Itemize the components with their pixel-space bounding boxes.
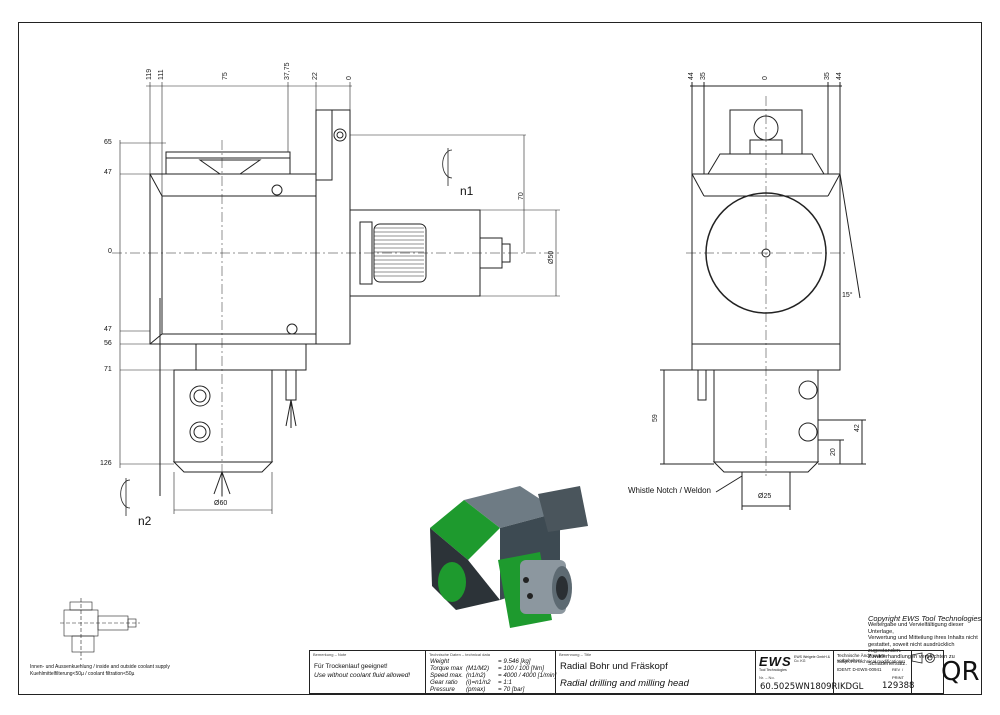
ident-cell: Technische Änderungen vorbehalten! Subje… (834, 651, 915, 693)
projection-symbol-icon (911, 652, 935, 664)
rotation-n1-label: n1 (460, 184, 474, 198)
remark-en: Use without coolant fluid allowed! (314, 672, 411, 679)
dim-side-42: 42 (854, 424, 861, 432)
remark-de: Für Trockenlauf geeignet! (314, 663, 388, 670)
tech-row-weight: Weight= 9.546 [kg] (430, 658, 531, 665)
dim-shank-70: 70 (518, 192, 525, 200)
copyright-line: gestattet, soweit nicht ausdrücklich zug… (868, 641, 955, 655)
dim-shank-diameter: Ø50 (548, 250, 555, 264)
title-de: Radial Bohr und Fräskopf (560, 661, 668, 672)
rotation-n2-label: n2 (138, 514, 152, 528)
dim-side-59: 59 (652, 414, 659, 422)
coolant-note-line1: Innen- und Aussenkuehlung / inside and o… (30, 664, 170, 670)
dim-left-56: 56 (104, 340, 112, 347)
logo-cell: EWS Tool Technologies EWS Weigele GmbH &… (756, 651, 863, 693)
remark-caption: Bemerkung – Note (313, 652, 347, 657)
dim-left-0: 0 (108, 248, 112, 255)
dim-right-35a: 35 (700, 72, 707, 80)
dim-top-111: 111 (158, 69, 165, 80)
copyright-line: Weitergabe und Vervielfältigung dieser U… (868, 622, 964, 635)
tech-row-gear-ratio: Gear ratio(i)=n1/n2= 1:1 (430, 679, 512, 686)
dim-top-75: 75 (222, 72, 229, 80)
dim-top-37-75: 37,75 (284, 62, 291, 80)
tech-caption: Technische Daten – technical data (429, 652, 490, 657)
change-de: Technische Änderungen vorbehalten! (837, 653, 886, 663)
title-block: Bemerkung – Note Für Trockenlauf geeigne… (309, 650, 944, 694)
dim-side-20: 20 (830, 448, 837, 456)
company-text: EWS Weigele GmbH & Co. KG (794, 655, 830, 663)
side-view (660, 82, 866, 510)
dim-left-47a: 47 (104, 169, 112, 176)
dim-right-44b: 44 (836, 72, 843, 80)
copyright-head: Copyright EWS Tool Technologies (868, 614, 982, 623)
dim-left-71: 71 (104, 366, 112, 373)
number-caption: Nr. – No. (759, 675, 775, 680)
dim-top-119: 119 (146, 68, 153, 80)
change-en: Subject to technical modifications! (837, 659, 905, 664)
isometric-rendering (430, 486, 588, 628)
remark-cell: Bemerkung – Note Für Trockenlauf geeigne… (310, 651, 426, 693)
part-number: 60.5025WN1809RIKDGL (760, 682, 864, 692)
drawing-number: 129388 (882, 681, 915, 691)
dim-right-44a: 44 (688, 72, 695, 80)
weldon-annotation: Whistle Notch / Weldon (628, 486, 711, 495)
dim-left-126: 126 (100, 460, 112, 467)
tech-data-cell: Technische Daten – technical data Weight… (426, 651, 556, 693)
copyright-line: Verwertung und Mitteilung ihres Inhalts … (868, 635, 978, 642)
dim-right-35b: 35 (824, 72, 831, 80)
dim-side-diameter: Ø25 (758, 493, 772, 500)
ews-logo-sub: Tool Technologies (759, 668, 787, 672)
dim-bottom-diameter: Ø60 (214, 500, 228, 507)
rev-value: / (902, 667, 904, 672)
dim-left-65: 65 (104, 139, 112, 146)
ews-logo: EWS (759, 654, 792, 669)
coolant-note: Innen- und Aussenkuehlung / inside and o… (30, 664, 170, 678)
title-cell: Benennung – Title Radial Bohr und Fräsko… (556, 651, 756, 693)
dim-top-0: 0 (346, 76, 353, 80)
ident-number: IDENT: D-EWS-00941 (837, 667, 882, 672)
dim-top-22: 22 (312, 72, 319, 80)
qr-label: QR (941, 657, 980, 687)
tech-row-torque: Torque max(M1/M2)= 100 / 100 [Nm] (430, 665, 544, 672)
print-label: PRINT (892, 675, 904, 680)
tech-row-pressure: Pressure(pmax)= 70 [bar] (430, 686, 525, 693)
title-en: Radial drilling and milling head (560, 678, 689, 689)
dim-angle: 15° (842, 292, 853, 299)
tech-row-speed: Speed max.(n1/n2)= 4000 / 4000 [1/min] (430, 672, 557, 679)
title-caption: Benennung – Title (559, 652, 592, 657)
coolant-schematic (60, 598, 140, 660)
drawing-sheet-border (18, 22, 982, 695)
rev-label: REV (892, 667, 901, 672)
front-view (149, 109, 511, 496)
dim-right-0: 0 (762, 76, 769, 80)
dim-left-47b: 47 (104, 326, 112, 333)
coolant-note-line2: Kuehlmittelfilterung<50µ / coolant filtr… (30, 671, 135, 677)
